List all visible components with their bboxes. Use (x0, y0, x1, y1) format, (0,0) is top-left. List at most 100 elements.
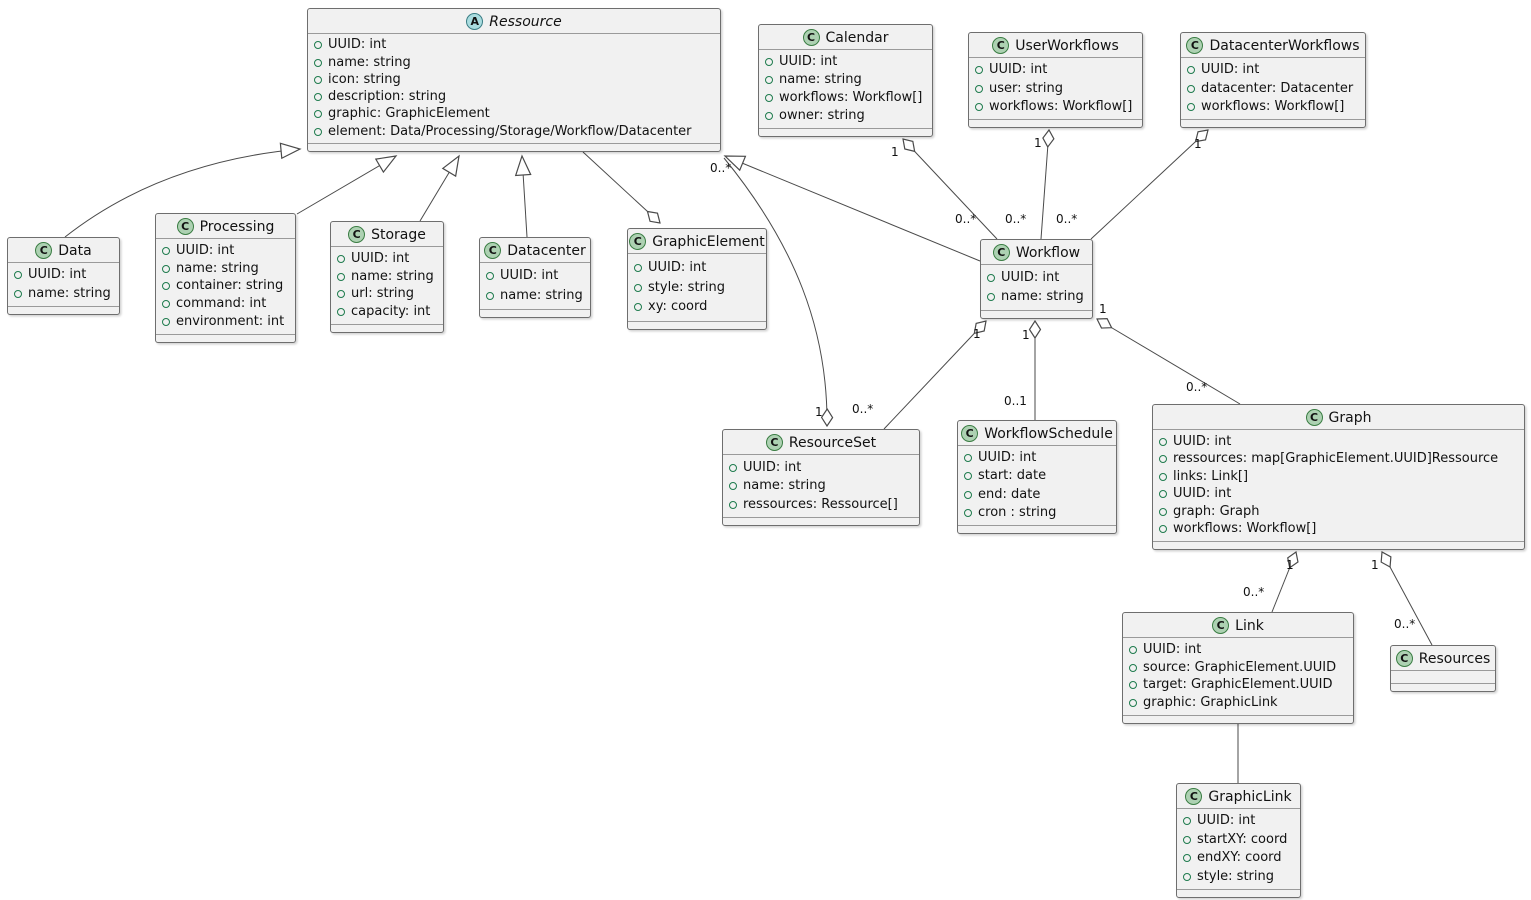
attribute-row: element: Data/Processing/Storage/Workflo… (314, 124, 714, 140)
edge-graph-resources-aggregation (1382, 552, 1433, 646)
methods-compartment (156, 334, 295, 342)
field-visibility-icon (314, 58, 322, 67)
attribute-row: style: string (634, 280, 760, 296)
class-name: UserWorkflows (1015, 37, 1119, 54)
methods-compartment (1123, 715, 1353, 723)
class-graphicelement: C GraphicElement UUID: int style: string… (627, 228, 767, 330)
edge-processing-ressource-generalization (296, 155, 398, 215)
attribute-row: name: string (486, 288, 584, 304)
edge-datacenter-ressource-generalization (514, 154, 532, 238)
attribute-list: UUID: int name: string workflows: Workfl… (759, 50, 932, 128)
edge-userworkflows-workflow-aggregation (1040, 130, 1049, 240)
multiplicity-label: 0..* (1186, 380, 1208, 394)
multiplicity-label: 1 (815, 405, 823, 419)
field-visibility-icon (1187, 66, 1195, 75)
attribute-list: UUID: int name: string url: string capac… (331, 247, 443, 324)
field-visibility-icon (314, 93, 322, 102)
attribute-row: ressources: Ressource[] (729, 497, 913, 513)
attribute-row: end: date (964, 487, 1110, 503)
methods-compartment (958, 525, 1116, 533)
class-data: C Data UUID: int name: string (7, 237, 120, 315)
field-visibility-icon (162, 318, 170, 327)
field-visibility-icon (729, 463, 737, 472)
class-name: Calendar (825, 29, 889, 46)
class-icon: C (348, 226, 366, 243)
field-visibility-icon (987, 293, 995, 301)
attribute-row: name: string (729, 478, 913, 494)
attribute-row: UUID: int (987, 270, 1086, 286)
field-visibility-icon (1187, 102, 1195, 111)
class-icon: C (35, 242, 53, 259)
field-visibility-icon (162, 264, 170, 273)
class-name: WorkflowSchedule (984, 425, 1113, 442)
attribute-row: name: string (337, 269, 437, 285)
attribute-row: UUID: int (1183, 813, 1294, 829)
class-title: C UserWorkflows (969, 33, 1142, 58)
attribute-list: UUID: int ressources: map[GraphicElement… (1153, 430, 1524, 541)
class-datacenter: C Datacenter UUID: int name: string (479, 237, 591, 318)
methods-compartment (1177, 889, 1300, 897)
class-title: A Ressource (308, 9, 720, 34)
edge-storage-ressource-generalization (419, 154, 460, 222)
attribute-row: owner: string (765, 108, 926, 124)
attribute-row: name: string (765, 72, 926, 88)
attribute-row: UUID: int (337, 251, 437, 267)
attribute-row: UUID: int (765, 54, 926, 70)
attribute-row: UUID: int (975, 62, 1136, 78)
attribute-row: user: string (975, 81, 1136, 97)
attribute-row: graphic: GraphicElement (314, 106, 714, 122)
field-visibility-icon (314, 127, 322, 136)
field-visibility-icon (1129, 645, 1137, 654)
class-title: C Calendar (759, 25, 932, 50)
class-name: GraphicElement (652, 233, 765, 250)
multiplicity-label: 1 (1371, 558, 1379, 572)
multiplicity-label: 1 (1194, 137, 1202, 151)
field-visibility-icon (1183, 835, 1191, 844)
attribute-row: start: date (964, 468, 1110, 484)
class-ressource: A Ressource UUID: int name: string icon:… (307, 8, 721, 152)
class-icon: C (176, 218, 194, 235)
field-visibility-icon (314, 75, 322, 84)
class-icon: C (1186, 37, 1204, 54)
field-visibility-icon (975, 84, 983, 93)
attribute-row: UUID: int (14, 267, 113, 283)
attribute-row: name: string (14, 286, 113, 302)
attribute-row: graphic: GraphicLink (1129, 695, 1347, 711)
field-visibility-icon (162, 246, 170, 255)
class-title: C GraphicElement (628, 229, 766, 254)
class-workflow: C Workflow UUID: int name: string (980, 239, 1093, 319)
attribute-row: workflows: Workflow[] (1159, 521, 1518, 537)
attribute-row: UUID: int (964, 450, 1110, 466)
class-icon: C (629, 233, 647, 250)
attribute-row: UUID: int (729, 460, 913, 476)
class-title: C Datacenter (480, 238, 590, 263)
class-icon: C (765, 434, 783, 451)
class-datacenterworkflows: C DatacenterWorkflows UUID: int datacent… (1180, 32, 1366, 128)
field-visibility-icon (1159, 437, 1167, 446)
attribute-row: startXY: coord (1183, 832, 1294, 848)
multiplicity-label: 0..* (1056, 212, 1078, 226)
edge-workflow-graph-aggregation (1097, 319, 1241, 405)
field-visibility-icon (337, 308, 345, 317)
attribute-row: target: GraphicElement.UUID (1129, 677, 1347, 693)
attribute-row: cron : string (964, 505, 1110, 521)
field-visibility-icon (634, 303, 642, 312)
multiplicity-label: 1 (891, 145, 899, 159)
class-title: C DatacenterWorkflows (1181, 33, 1365, 58)
attribute-row: xy: coord (634, 299, 760, 315)
multiplicity-label: 0..* (955, 212, 977, 226)
class-icon: C (1185, 788, 1203, 805)
class-title: C Data (8, 238, 119, 263)
class-title: C Link (1123, 613, 1353, 638)
class-name: Datacenter (507, 242, 586, 259)
field-visibility-icon (1129, 681, 1137, 690)
attribute-list: UUID: int source: GraphicElement.UUID ta… (1123, 638, 1353, 715)
methods-compartment (628, 321, 766, 329)
field-visibility-icon (1129, 663, 1137, 672)
attribute-row: name: string (162, 261, 289, 277)
attribute-list: UUID: int style: string xy: coord (628, 254, 766, 321)
class-name: Processing (199, 218, 275, 235)
attribute-row: endXY: coord (1183, 850, 1294, 866)
field-visibility-icon (337, 272, 345, 281)
